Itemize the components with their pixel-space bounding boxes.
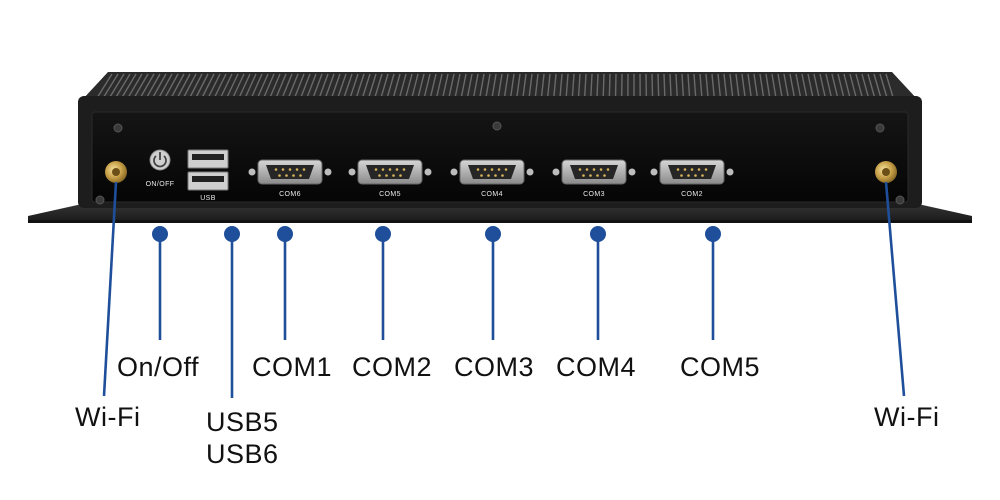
power-button-text: ON/OFF [146, 181, 175, 188]
callout-com1: COM1 [252, 352, 333, 382]
callout-dot [152, 226, 168, 242]
screw-icon [113, 123, 123, 133]
wifi-antenna-connector-left [105, 161, 127, 183]
screw-icon [875, 123, 885, 133]
callout-com4: COM4 [556, 352, 637, 382]
port-silkscreen: COM5 [379, 191, 401, 198]
callout-usb: USB5 USB6 [206, 406, 279, 471]
callout-leader-line [102, 181, 118, 397]
usb-port-text: USB [200, 195, 216, 202]
callout-leader-line [884, 181, 906, 397]
wifi-antenna-connector-right [875, 161, 897, 183]
heatsink-fins [82, 72, 918, 100]
port-silkscreen: COM2 [681, 191, 703, 198]
callout-com3: COM3 [454, 352, 535, 382]
power-icon [153, 155, 167, 168]
screw-icon [895, 195, 905, 205]
callout-dot [375, 226, 391, 242]
port-silkscreen: COM4 [481, 191, 503, 198]
serial-ports: COM6 COM5 COM4 COM3 COM2 [248, 159, 734, 198]
callout-dot [277, 226, 293, 242]
callout-dot [705, 226, 721, 242]
screw-icon [95, 195, 105, 205]
db9-port: COM3 [552, 159, 636, 198]
callout-dot [590, 226, 606, 242]
db9-port: COM4 [450, 159, 534, 198]
callout-com2: COM2 [352, 352, 433, 382]
power-button: ON/OFF [146, 149, 175, 188]
callout-wifi-left: Wi-Fi [75, 402, 141, 432]
port-silkscreen: COM3 [583, 191, 605, 198]
port-silkscreen: COM6 [279, 191, 301, 198]
callout-usb6: USB6 [206, 439, 279, 470]
callout-on-off: On/Off [117, 352, 200, 382]
callout-dot [485, 226, 501, 242]
callout-wifi-right: Wi-Fi [874, 402, 940, 432]
callout-com5: COM5 [680, 352, 761, 382]
callout-markers [102, 181, 906, 398]
db9-port: COM5 [348, 159, 432, 198]
db9-port: COM2 [650, 159, 734, 198]
usb-port-stack: USB [187, 149, 229, 202]
screw-icon [492, 121, 502, 131]
db9-port: COM6 [248, 159, 332, 198]
panel-screws [95, 121, 905, 205]
callout-usb5: USB5 [206, 407, 279, 437]
callout-dot [224, 226, 240, 242]
